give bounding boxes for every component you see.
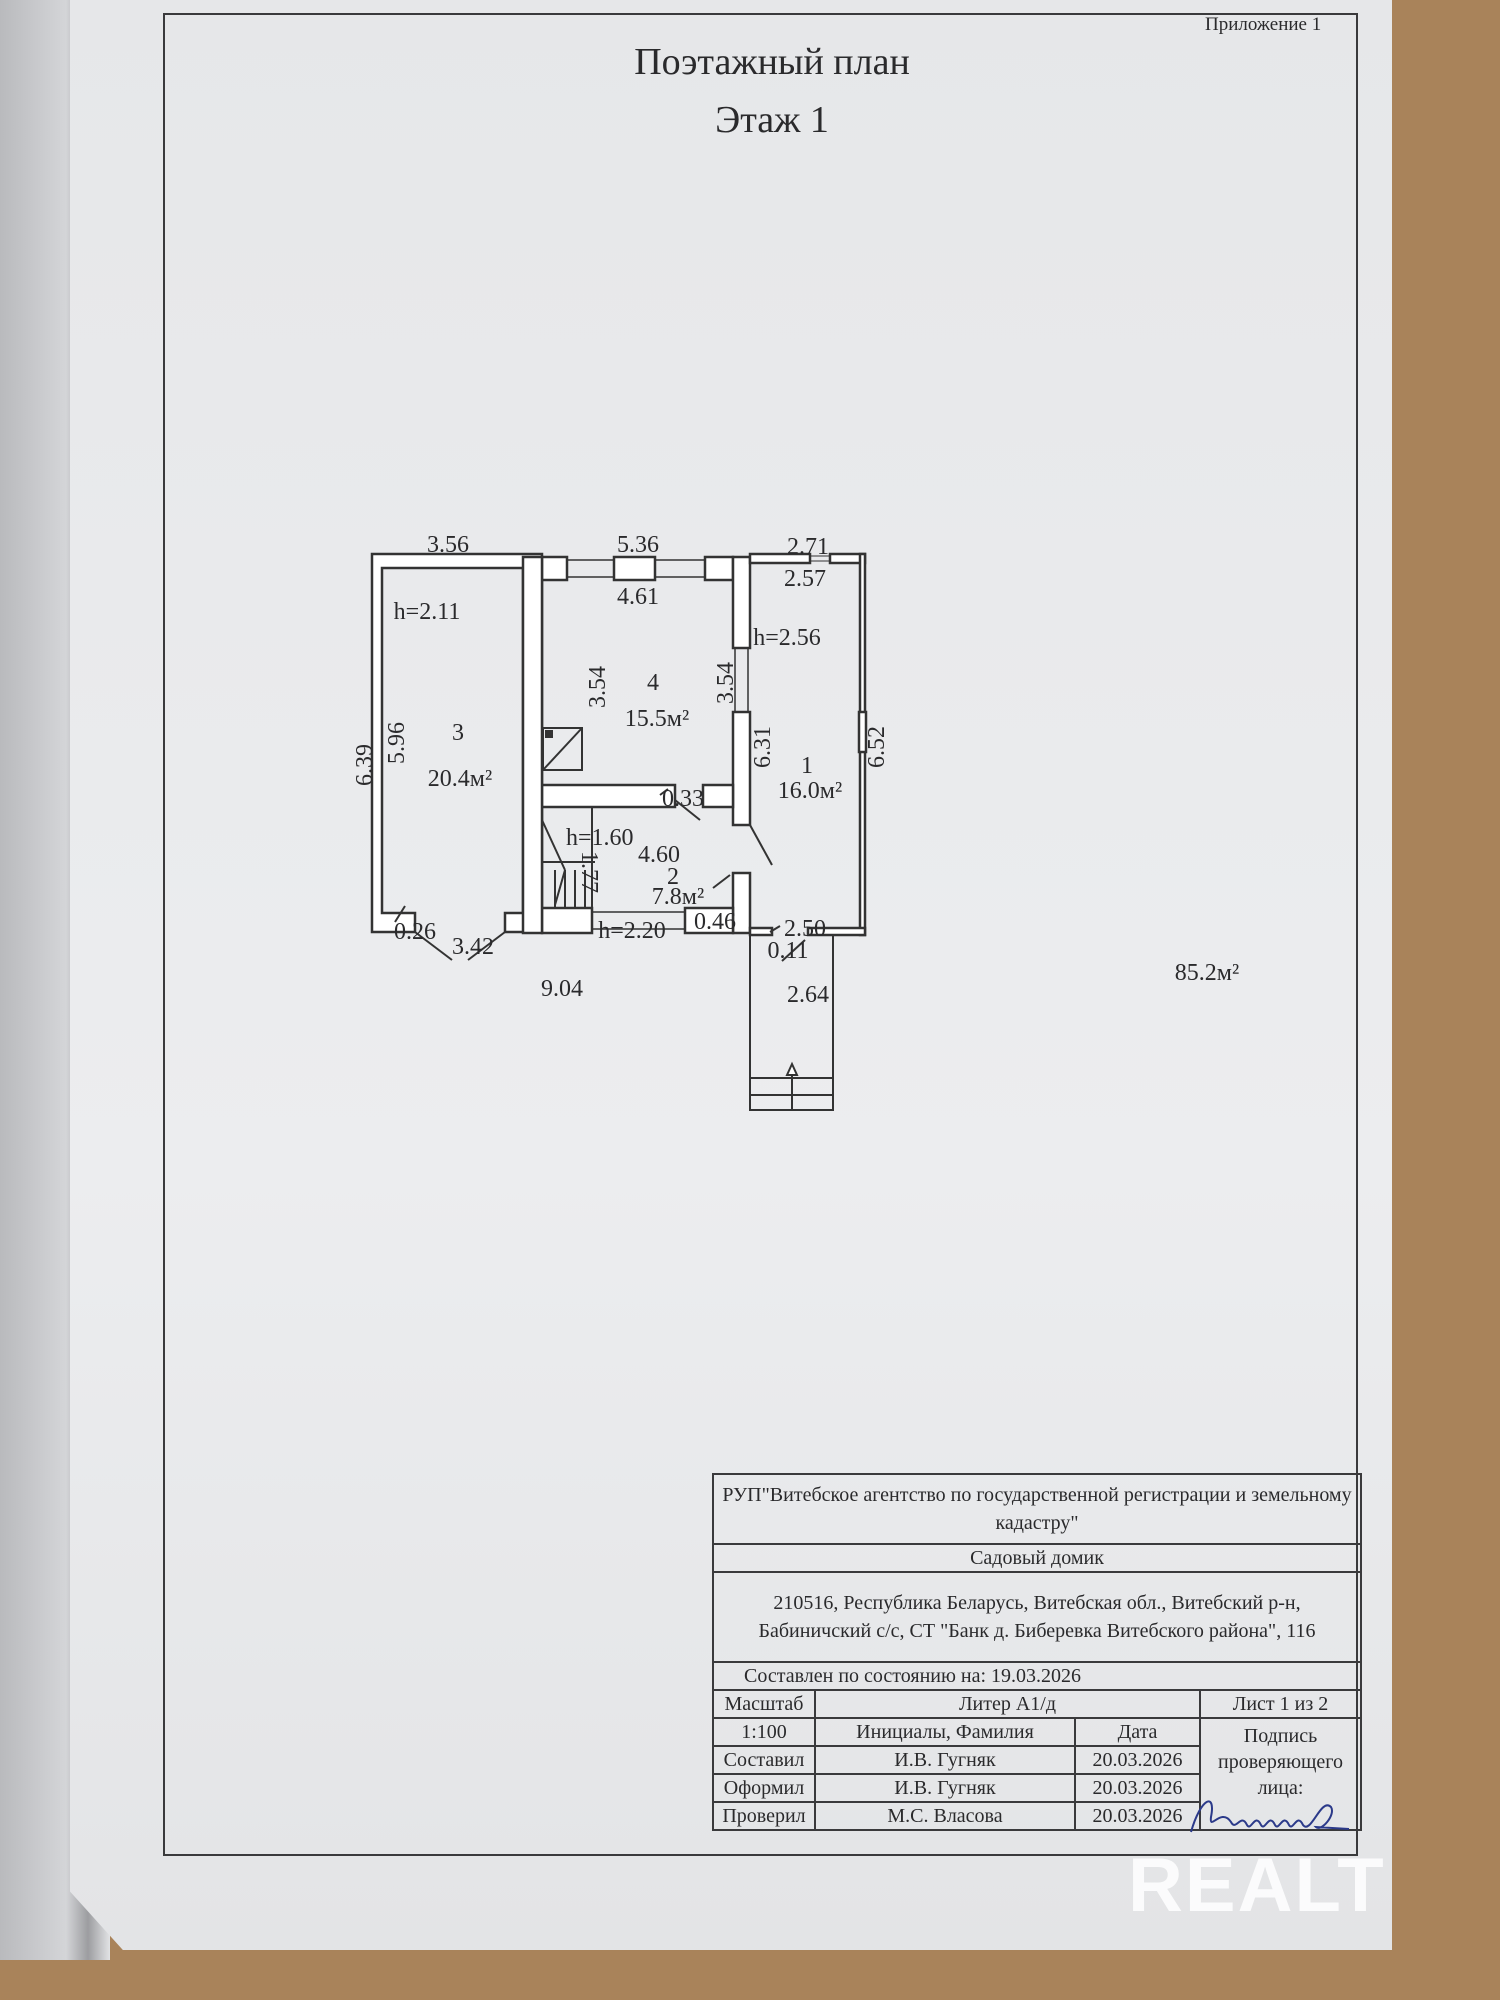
dim-label: 0.33 xyxy=(662,786,704,812)
room-number: 4 xyxy=(647,670,659,696)
wall-top-left xyxy=(540,555,569,582)
room-area: 7.8м² xyxy=(652,884,704,910)
dim-label: 1.77 xyxy=(576,851,602,893)
wall-top-mid xyxy=(612,555,657,582)
leader-line xyxy=(712,874,731,889)
total-area: 85.2м² xyxy=(1175,960,1239,986)
dim-label: 3.54 xyxy=(713,662,739,704)
address: 210516, Республика Беларусь, Витебская о… xyxy=(712,1571,1362,1663)
page-frame xyxy=(163,13,1358,1856)
page-title: Поэтажный план xyxy=(634,41,910,83)
height-label: h=2.20 xyxy=(598,918,666,944)
scale-label: Масштаб xyxy=(712,1689,816,1719)
role: Проверил xyxy=(712,1801,816,1831)
chimney xyxy=(542,727,583,771)
dim-label: 4.61 xyxy=(617,584,659,610)
wall-bottom-right xyxy=(683,906,735,935)
door-swing-3b xyxy=(467,931,506,961)
wall-room4-right xyxy=(731,555,752,650)
entry-arrowhead-icon xyxy=(785,1061,799,1076)
organization: РУП"Витебское агентство по государственн… xyxy=(712,1473,1362,1545)
realt-watermark: REALT xyxy=(1128,1843,1386,1928)
signature-label: Подпись проверяющего лица: xyxy=(1217,1725,1344,1799)
wall-top-right xyxy=(703,555,735,582)
leader-line xyxy=(394,905,406,923)
scale-value: 1:100 xyxy=(712,1717,816,1747)
dim-label: 9.04 xyxy=(541,976,583,1002)
dim-label: 4.60 xyxy=(638,842,680,868)
window-top-1 xyxy=(566,559,615,578)
leader-line xyxy=(781,939,806,962)
room-number: 1 xyxy=(801,753,813,779)
room-number: 2 xyxy=(667,864,679,890)
door-swing-3a xyxy=(414,931,453,961)
dim-label: 3.42 xyxy=(452,934,494,960)
dim-label: 0.46 xyxy=(694,909,736,935)
state-date: Составлен по состоянию на: 19.03.2026 xyxy=(712,1661,1362,1691)
title-block: РУП"Витебское агентство по государственн… xyxy=(712,1473,1362,1833)
name: М.С. Власова xyxy=(814,1801,1076,1831)
role: Составил xyxy=(712,1745,816,1775)
col-name-header: Инициалы, Фамилия xyxy=(814,1717,1076,1747)
dim-label: 0.11 xyxy=(767,938,808,964)
appendix-label: Приложение 1 xyxy=(1205,14,1322,35)
dim-label: 6.31 xyxy=(750,726,776,768)
window-top-2 xyxy=(654,559,706,578)
date: 20.03.2026 xyxy=(1074,1801,1201,1831)
chimney-inner xyxy=(545,730,553,738)
wall-bottom-left xyxy=(540,906,594,935)
wall-room1-bottom-r xyxy=(806,926,867,937)
partition-4-2 xyxy=(540,783,677,809)
liter: Литер А1/д xyxy=(814,1689,1201,1719)
stairs xyxy=(541,806,593,909)
door-swing-1 xyxy=(749,824,773,866)
wall-middle-left xyxy=(521,555,544,935)
door-swing-4 xyxy=(674,799,701,821)
dim-label: 3.56 xyxy=(427,532,469,558)
role: Оформил xyxy=(712,1773,816,1803)
object-name: Садовый домик xyxy=(712,1543,1362,1573)
wall-room1-left xyxy=(731,710,752,827)
room-area: 20.4м² xyxy=(428,766,492,792)
dim-label: 0.26 xyxy=(394,919,436,945)
date: 20.03.2026 xyxy=(1074,1773,1201,1803)
name: И.В. Гугняк xyxy=(814,1745,1076,1775)
chimney-diagonal xyxy=(542,727,583,771)
signature-cell: Подпись проверяющего лица: xyxy=(1190,1717,1362,1833)
height-label: h=1.60 xyxy=(566,825,634,851)
wall-room2-stub xyxy=(731,871,752,935)
room-number: 3 xyxy=(452,720,464,746)
name: И.В. Гугняк xyxy=(814,1773,1076,1803)
room-area: 15.5м² xyxy=(625,706,689,732)
dim-label: 3.54 xyxy=(585,666,611,708)
dim-label: 5.96 xyxy=(384,722,410,764)
dim-label: 2.71 xyxy=(787,534,829,560)
stair-line xyxy=(541,819,566,871)
leader-line xyxy=(769,925,781,933)
date: 20.03.2026 xyxy=(1074,1745,1201,1775)
sheet: Лист 1 из 2 xyxy=(1199,1689,1362,1719)
wall-room1-bottom-l xyxy=(748,926,774,937)
stair-line xyxy=(554,869,566,906)
floor-title: Этаж 1 xyxy=(715,99,829,141)
dim-label: 2.64 xyxy=(787,982,829,1008)
dim-label: 6.39 xyxy=(352,744,378,786)
signature-image xyxy=(1190,1800,1350,1833)
height-label: h=2.56 xyxy=(753,625,821,651)
dim-label: 6.52 xyxy=(864,726,890,768)
dim-label: 5.36 xyxy=(617,532,659,558)
height-label: h=2.11 xyxy=(394,599,461,625)
dim-label: 2.57 xyxy=(784,566,826,592)
col-date-header: Дата xyxy=(1074,1717,1201,1747)
partition-stub xyxy=(701,783,735,809)
dim-label: 2.50 xyxy=(784,916,826,942)
room-area: 16.0м² xyxy=(778,778,842,804)
wall-room1-right-sill xyxy=(857,710,868,754)
leader-line xyxy=(659,788,669,796)
walls xyxy=(370,552,868,937)
